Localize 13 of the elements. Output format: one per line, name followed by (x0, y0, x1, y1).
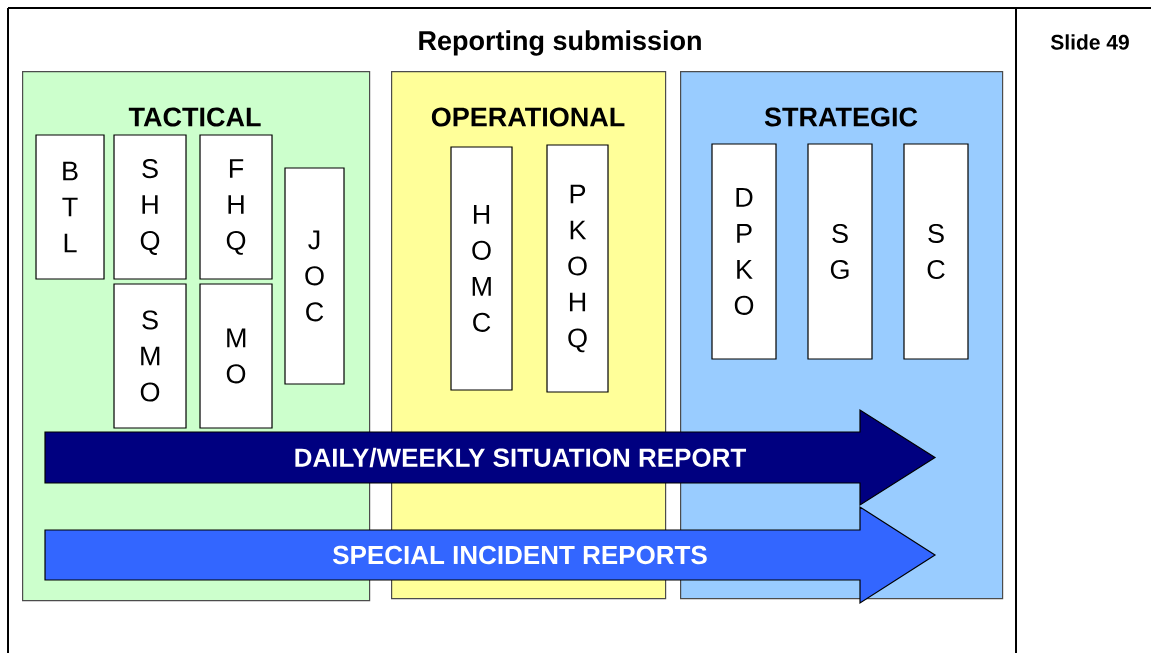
unit-box: S H Q (113, 134, 187, 280)
unit-box: S G (807, 143, 873, 360)
unit-box: M O (199, 283, 273, 429)
unit-box: P K O H Q (546, 144, 609, 393)
unit-box: B T L (35, 134, 105, 280)
unit-box: J O C (284, 167, 345, 385)
unit-box: S M O (113, 283, 187, 429)
unit-box: F H Q (199, 134, 273, 280)
unit-box: S C (903, 143, 969, 360)
slide-number: Slide 49 (1050, 34, 1129, 50)
title: Reporting submission (419, 30, 701, 56)
unit-box: H O M C (450, 146, 513, 391)
unit-box: D P K O (711, 143, 777, 360)
